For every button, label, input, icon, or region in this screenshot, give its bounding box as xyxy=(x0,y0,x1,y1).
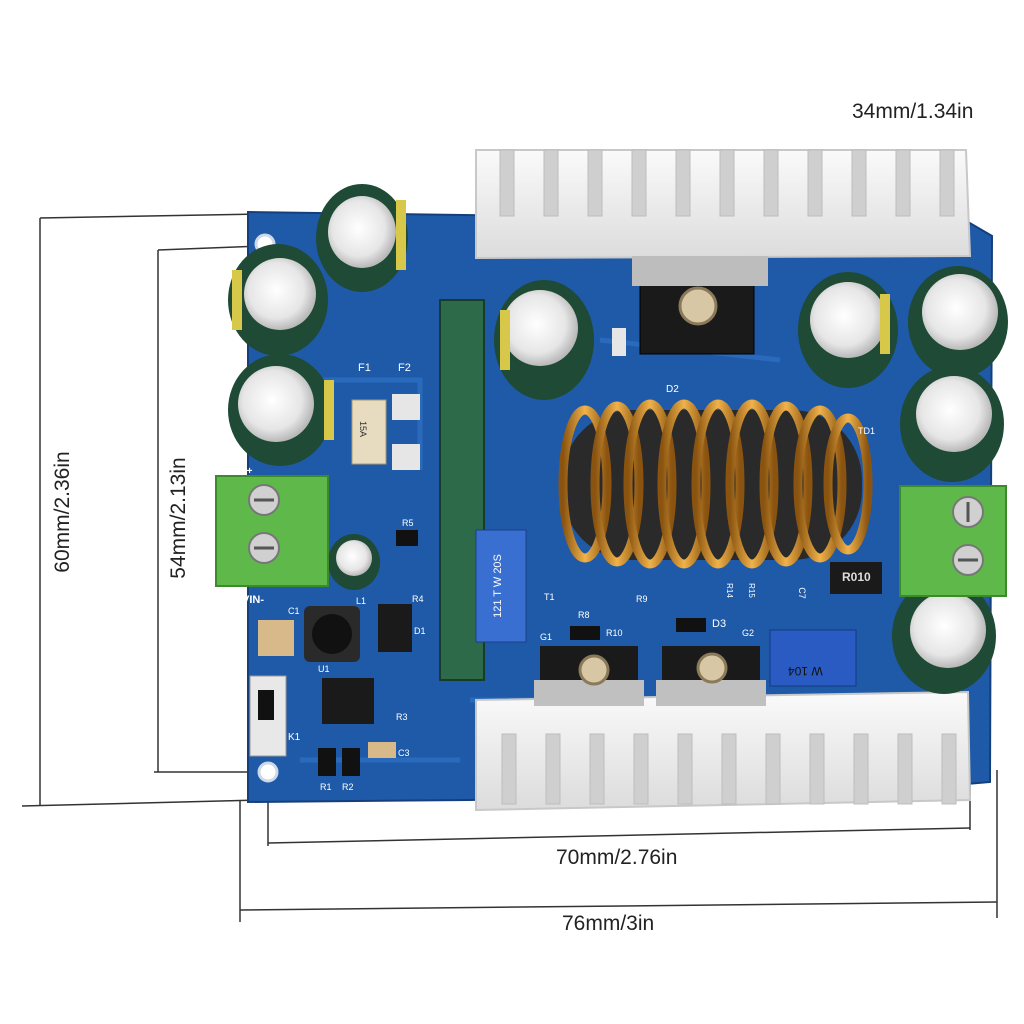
bottom-transistor-g2-screw xyxy=(696,652,728,684)
trimmer-pot xyxy=(769,629,857,687)
capacitors xyxy=(228,184,1008,694)
label-fuse-value: 15A xyxy=(358,420,369,438)
blue-pot xyxy=(475,529,527,643)
capacitor xyxy=(798,272,898,388)
label-f1: F1 xyxy=(358,362,371,374)
label-r3: R3 xyxy=(396,712,408,722)
bottom-heatsink xyxy=(475,646,972,812)
bottom-heatsink-fins xyxy=(501,733,957,805)
label-r8: R8 xyxy=(578,610,590,620)
board-height-label: 60mm/2.36in xyxy=(51,451,74,573)
label-g2: G2 xyxy=(742,628,755,638)
label-r15: R15 xyxy=(746,583,756,598)
hole-spacing-v-label: 54mm/2.13in xyxy=(167,457,190,579)
smd-cap xyxy=(258,620,294,656)
label-r14: R14 xyxy=(724,583,734,598)
smd-resistor xyxy=(342,748,360,776)
input-terminal xyxy=(215,475,329,587)
board-height-bottom-tick xyxy=(21,799,263,807)
label-r2: R2 xyxy=(342,782,354,792)
label-td1: TD1 xyxy=(858,426,876,436)
hole-spacing-h-label: 70mm/2.76in xyxy=(556,846,678,869)
label-c1: C1 xyxy=(288,606,300,616)
label-r5: R5 xyxy=(402,518,414,528)
smd-resistor xyxy=(570,626,600,640)
diode-d1 xyxy=(378,604,412,652)
bottom-transistor-g2-tab xyxy=(656,680,766,706)
top-transistor-screw xyxy=(678,286,718,326)
label-pot-code: 121 T W 20S xyxy=(491,554,504,618)
smd-cap xyxy=(368,742,396,758)
label-r10: R10 xyxy=(606,628,623,638)
capacitor xyxy=(900,366,1004,482)
ic-u1 xyxy=(322,678,374,724)
toroidal-inductor xyxy=(558,399,873,569)
smd-resistor xyxy=(612,328,626,356)
label-g1: G1 xyxy=(540,632,553,642)
heatsink-width-label: 34mm/1.34in xyxy=(852,100,974,123)
label-r1: R1 xyxy=(320,782,332,792)
capacitor xyxy=(316,184,408,292)
top-transistor-tab xyxy=(632,256,768,286)
label-k1: K1 xyxy=(288,732,301,743)
board-width-line xyxy=(239,901,998,911)
label-l1: L1 xyxy=(356,596,367,606)
smd-resistor xyxy=(676,618,706,632)
bottom-transistor-g1-screw xyxy=(578,654,610,686)
shunt-resistor xyxy=(830,562,882,594)
smd-resistor xyxy=(396,530,418,546)
mounting-hole-bottom-left xyxy=(257,761,279,783)
capacitor xyxy=(228,244,328,356)
label-u1: U1 xyxy=(318,664,330,674)
top-heatsink xyxy=(475,149,972,355)
label-trimmer: W 104 xyxy=(788,664,823,678)
switch-k1-slider xyxy=(258,690,274,720)
label-vin-plus: VIN+ xyxy=(230,466,253,477)
label-f2: F2 xyxy=(398,362,411,374)
label-r9: R9 xyxy=(636,594,648,604)
fuse-f2-pad xyxy=(392,394,420,420)
capacitor xyxy=(494,280,594,400)
top-heatsink-fins xyxy=(499,149,955,217)
label-r4: R4 xyxy=(412,594,424,604)
board-height-top-tick xyxy=(39,213,263,219)
capacitor-small xyxy=(328,534,380,590)
capacitor xyxy=(228,354,334,466)
capacitor xyxy=(908,266,1008,378)
label-d2: D2 xyxy=(666,384,679,395)
label-t1: T1 xyxy=(544,592,555,602)
label-c3: C3 xyxy=(398,748,410,758)
label-d3: D3 xyxy=(712,618,727,630)
hole-spacing-h-line xyxy=(267,827,971,844)
output-terminal xyxy=(899,485,1007,597)
dimension-lines xyxy=(21,213,998,922)
capacitor xyxy=(892,578,996,694)
label-c7: C7 xyxy=(796,587,807,599)
label-shunt: R010 xyxy=(842,570,871,584)
fuse-f2-pad xyxy=(392,444,420,470)
fuse-f1 xyxy=(351,399,387,465)
inductor-windings xyxy=(558,399,873,569)
label-d1: D1 xyxy=(414,626,426,636)
smd-resistor xyxy=(318,748,336,776)
hole-spacing-v-top-tick xyxy=(157,245,263,251)
label-vin-minus: VIN- xyxy=(242,594,264,606)
board-width-label: 76mm/3in xyxy=(562,912,655,935)
